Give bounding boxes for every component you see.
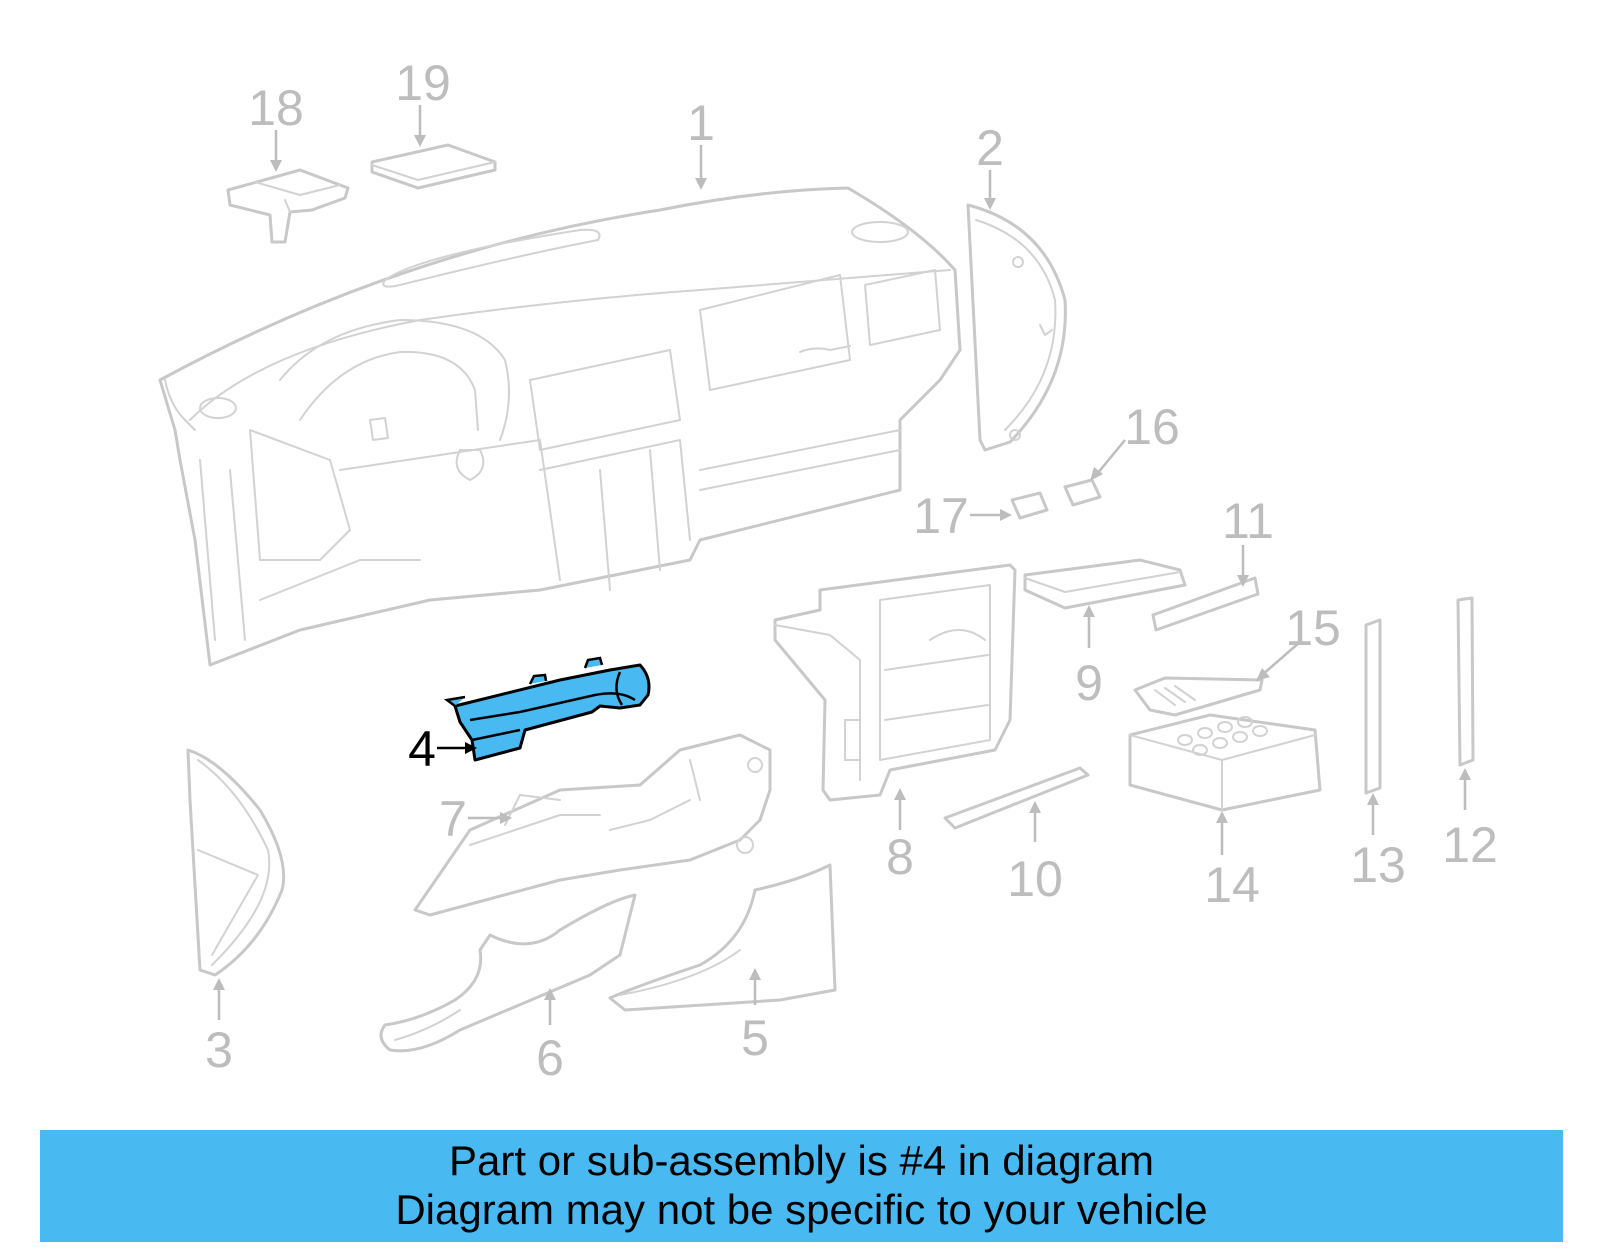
banner-line-1: Part or sub-assembly is #4 in diagram: [449, 1137, 1154, 1184]
part-18-module: [226, 168, 350, 244]
part-4-air-duct-highlighted[interactable]: [443, 656, 651, 762]
callout-18: 18: [248, 80, 304, 136]
part-7-center-bracket: [413, 733, 772, 917]
callout-16: 16: [1124, 399, 1180, 455]
leader-lines: [213, 105, 1471, 1025]
callout-4: 4: [408, 721, 436, 777]
part-19-flat-panel: [370, 143, 497, 190]
callout-7: 7: [439, 791, 467, 847]
callout-1: 1: [687, 95, 715, 151]
banner-line-2: Diagram may not be specific to your vehi…: [395, 1186, 1208, 1233]
part-17-clip: [1010, 491, 1049, 520]
callout-labels: 1 2 3 4 5 6 7 8 9 10 11 12 13 14 15 16 1…: [205, 55, 1498, 1086]
part-13-vertical-trim: [1364, 618, 1382, 795]
part-9-panel-box: [1023, 558, 1187, 610]
part-8-center-bezel: [773, 563, 1017, 802]
callout-8: 8: [886, 829, 914, 885]
part-15-vent-bracket: [1133, 676, 1264, 717]
part-2-end-cap-right: [966, 203, 1067, 452]
callout-17: 17: [913, 488, 969, 544]
callout-13: 13: [1350, 837, 1406, 893]
callout-9: 9: [1075, 655, 1103, 711]
callout-3: 3: [205, 1022, 233, 1078]
part-12-vertical-trim: [1456, 596, 1475, 767]
part-1-dashboard: [158, 186, 962, 667]
callout-12: 12: [1442, 817, 1498, 873]
callout-15: 15: [1285, 600, 1341, 656]
parts-diagram: 1 2 3 4 5 6 7 8 9 10 11 12 13 14 15 16 1…: [158, 55, 1498, 1086]
part-6-lower-cover: [379, 893, 637, 1053]
part-10-trim-strip: [943, 766, 1090, 830]
part-11-trim-strip: [1151, 576, 1260, 632]
part-16-clip: [1063, 478, 1102, 507]
info-banner: Part or sub-assembly is #4 in diagram Di…: [40, 1130, 1563, 1242]
part-14-storage-box: [1128, 713, 1322, 812]
callout-2: 2: [976, 120, 1004, 176]
callout-19: 19: [395, 55, 451, 111]
part-5-lower-panel: [608, 863, 837, 1012]
callout-6: 6: [536, 1030, 564, 1086]
callout-14: 14: [1204, 857, 1260, 913]
callout-10: 10: [1007, 851, 1063, 907]
callout-5: 5: [741, 1010, 769, 1066]
part-3-end-cap-left: [186, 748, 286, 977]
callout-11: 11: [1222, 493, 1274, 549]
